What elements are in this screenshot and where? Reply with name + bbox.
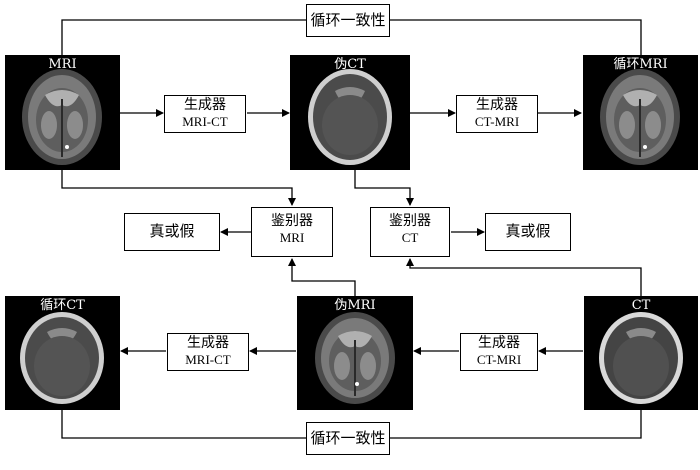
top-cycle-line — [61, 19, 306, 55]
fake-mri-brain-scan — [315, 312, 395, 404]
cycle-consistency-top: 循环一致性 — [306, 4, 390, 37]
generator-subtitle: CT-MRI — [474, 114, 520, 129]
discriminator-title: 鉴别器 — [271, 213, 313, 229]
fake-ct-brain-scan — [308, 69, 392, 165]
generator-subtitle: MRI-CT — [182, 114, 228, 129]
ct-image: CT — [584, 296, 698, 410]
cycle-ct-label: 循环CT — [40, 298, 85, 313]
cycle-ct-brain-scan — [20, 312, 104, 404]
generator-title: 生成器 — [187, 335, 229, 351]
arrow-mri-to-disc — [61, 170, 296, 206]
fake-ct-image: 伪CT — [290, 55, 410, 170]
generator-subtitle: CT-MRI — [476, 352, 522, 367]
bottom-cycle-line-right — [390, 410, 642, 439]
generator-title: 生成器 — [476, 97, 518, 113]
output-real-or-fake-left: 真或假 — [124, 213, 220, 251]
generator-mri-ct-bottom: 生成器 MRI-CT — [167, 333, 249, 371]
generator-title: 生成器 — [184, 97, 226, 113]
arrow-fakemri-to-disc — [288, 258, 356, 296]
cycle-consistency-bottom: 循环一致性 — [306, 422, 390, 455]
generator-ct-mri-top: 生成器 CT-MRI — [456, 95, 538, 133]
output-real-or-fake-right: 真或假 — [485, 213, 571, 251]
discriminator-title: 鉴别器 — [389, 213, 431, 229]
cycle-mri-label: 循环MRI — [613, 57, 668, 72]
discriminator-subtitle: CT — [401, 230, 419, 245]
bottom-cycle-line — [61, 410, 306, 439]
mri-label: MRI — [48, 57, 77, 72]
ct-label: CT — [631, 298, 651, 313]
fake-mri-label: 伪MRI — [334, 298, 376, 313]
mri-image: MRI — [5, 55, 120, 170]
fake-mri-image: 伪MRI — [297, 296, 413, 410]
discriminator-subtitle: MRI — [279, 230, 305, 245]
top-cycle-line-right — [390, 19, 642, 55]
fake-ct-label: 伪CT — [334, 57, 366, 72]
discriminator-ct: 鉴别器 CT — [370, 207, 450, 257]
generator-subtitle: MRI-CT — [185, 352, 231, 367]
cycle-ct-image: 循环CT — [5, 296, 120, 410]
arrow-fakect-to-disc — [354, 170, 414, 206]
generator-mri-ct-top: 生成器 MRI-CT — [164, 95, 246, 133]
mri-brain-scan — [22, 69, 102, 165]
generator-title: 生成器 — [478, 335, 520, 351]
cycle-mri-image: 循环MRI — [583, 55, 698, 170]
generator-ct-mri-bottom: 生成器 CT-MRI — [460, 333, 538, 371]
ct-brain-scan — [599, 312, 683, 404]
cycle-mri-brain-scan — [600, 69, 680, 165]
discriminator-mri: 鉴别器 MRI — [251, 207, 333, 257]
arrow-ct-to-disc — [406, 258, 642, 296]
